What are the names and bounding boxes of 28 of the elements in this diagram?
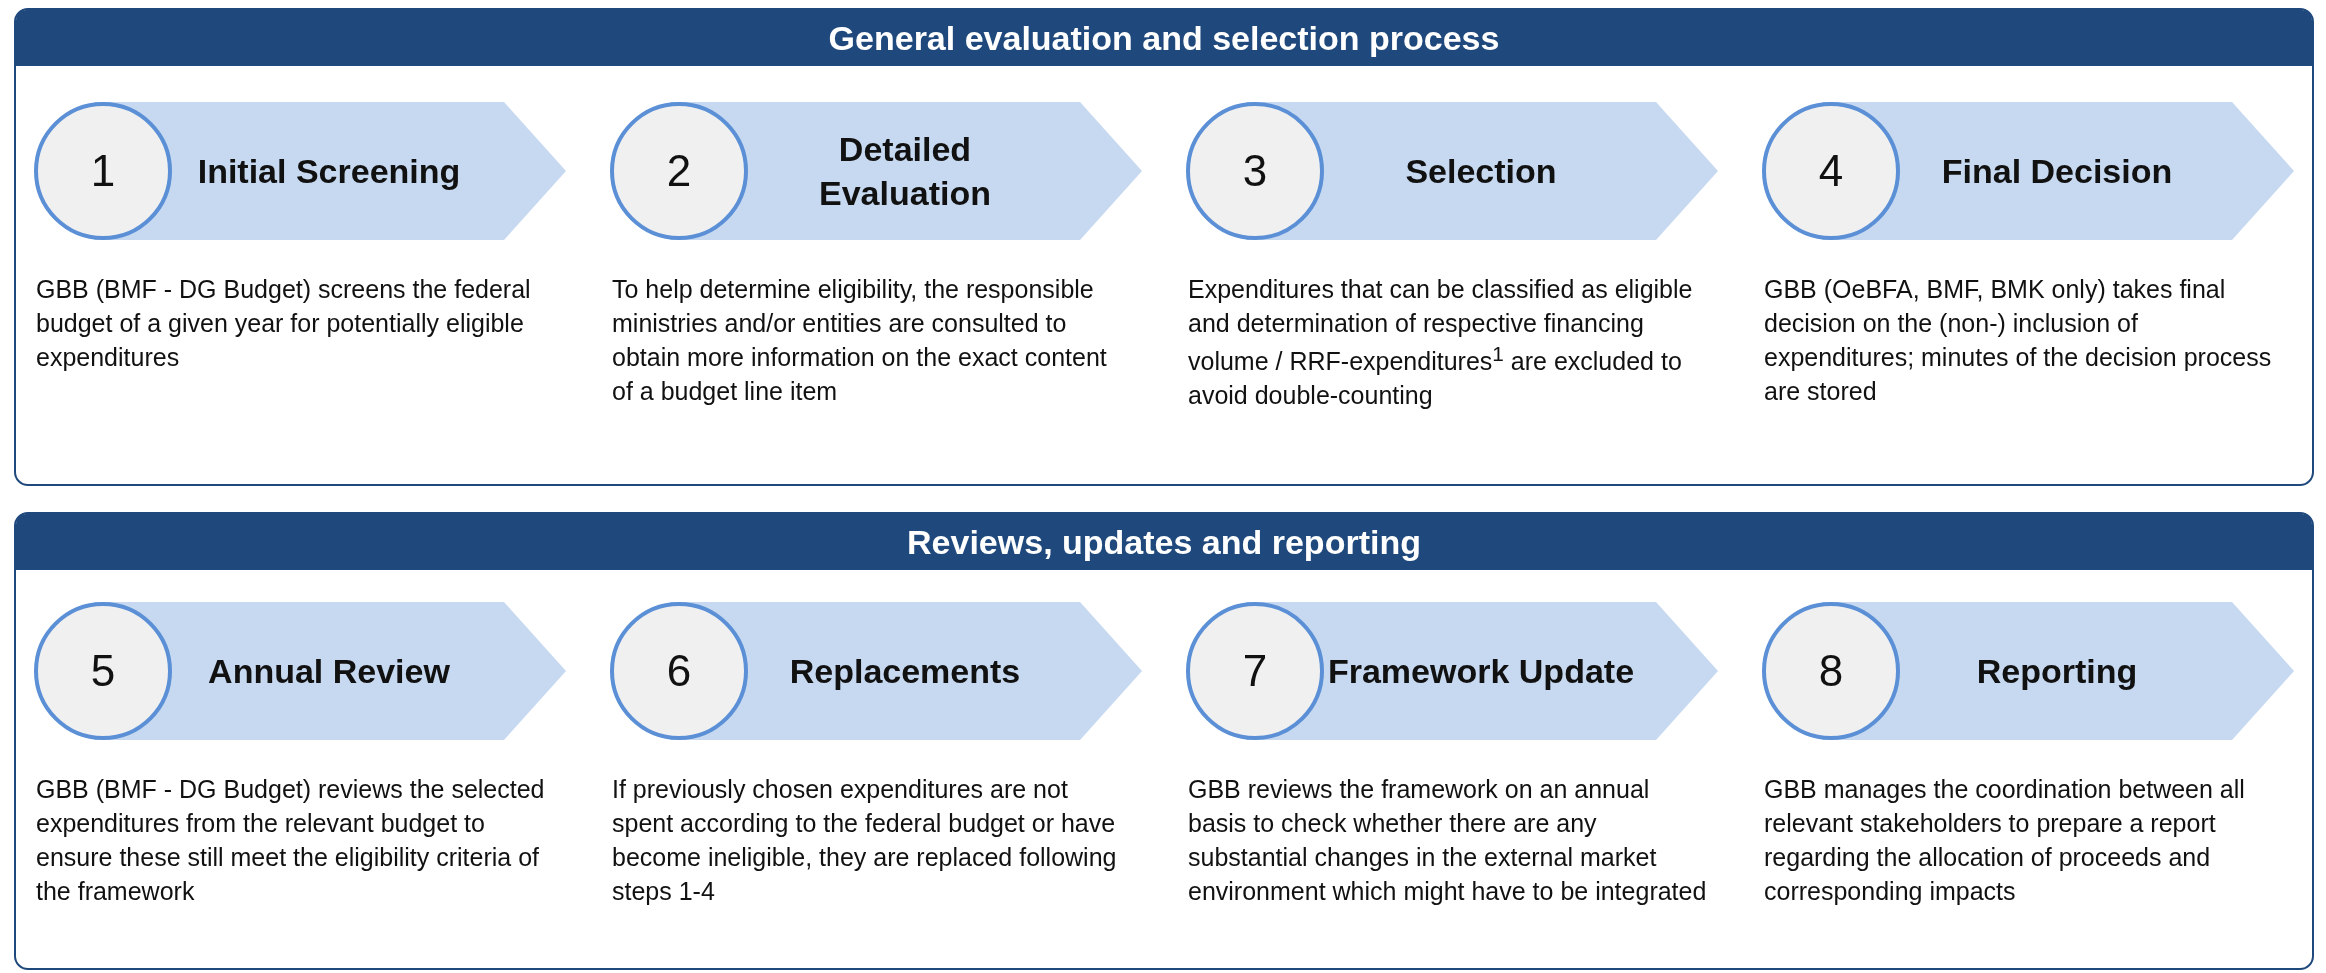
- step-number: 4: [1762, 102, 1900, 240]
- step-description: GBB (BMF - DG Budget) screens the federal budget of a given year for potentially eligible expenditures: [35, 274, 532, 373]
- step-number: 6: [610, 602, 748, 740]
- step-number: 5: [34, 602, 172, 740]
- step-description: Expenditures that can be classified as eligible and determination of respective financing volume / RRF-expenditures$^{1}$ are excluded to avoid double-counting: [1187, 274, 1694, 412]
- step-description: If previously chosen expenditures are not spent according to the federal budget or have become ineligible, they are replaced following steps 1-4: [611, 774, 1118, 907]
- step-number: 2: [610, 102, 748, 240]
- step-description: GBB (OeBFA, BMF, BMK only) takes final decision on the (non-) inclusion of expenditures; minutes of the decision process are stored: [1763, 274, 2273, 407]
- step-title: Final Decision: [1941, 150, 2173, 192]
- step-description: To help determine eligibility, the responsible ministries and/or entities are consulted to obtain more information on the exact content of a budget line item: [611, 274, 1108, 407]
- step-description: GBB reviews the framework on an annual basis to check whether there are any substantial changes in the external market environment which might have to be integrated: [1187, 774, 1708, 907]
- step-description: GBB manages the coordination between all relevant stakeholders to prepare a report regarding the allocation of proceeds and corresponding impacts: [1763, 774, 2246, 907]
- step-title: Replacements: [789, 650, 1021, 692]
- step-title: Detailed Evaluation: [818, 128, 992, 214]
- step-description: GBB (BMF - DG Budget) reviews the selected expenditures from the relevant budget to ensure these still meet the eligibility criteria of the framework: [35, 774, 546, 907]
- step-number: 7: [1186, 602, 1324, 740]
- section-header: Reviews, updates and reporting: [16, 514, 2312, 570]
- step-number: 8: [1762, 602, 1900, 740]
- step-title: Initial Screening: [197, 150, 461, 192]
- step-title: Framework Update: [1327, 650, 1635, 692]
- step-title: Reporting: [1976, 650, 2138, 692]
- step-title: Selection: [1405, 150, 1557, 192]
- section-panel: [14, 8, 2314, 486]
- section-header: General evaluation and selection process: [16, 10, 2312, 66]
- step-title: Annual Review: [208, 650, 450, 692]
- step-number: 1: [34, 102, 172, 240]
- step-number: 3: [1186, 102, 1324, 240]
- section-panel: [14, 512, 2314, 970]
